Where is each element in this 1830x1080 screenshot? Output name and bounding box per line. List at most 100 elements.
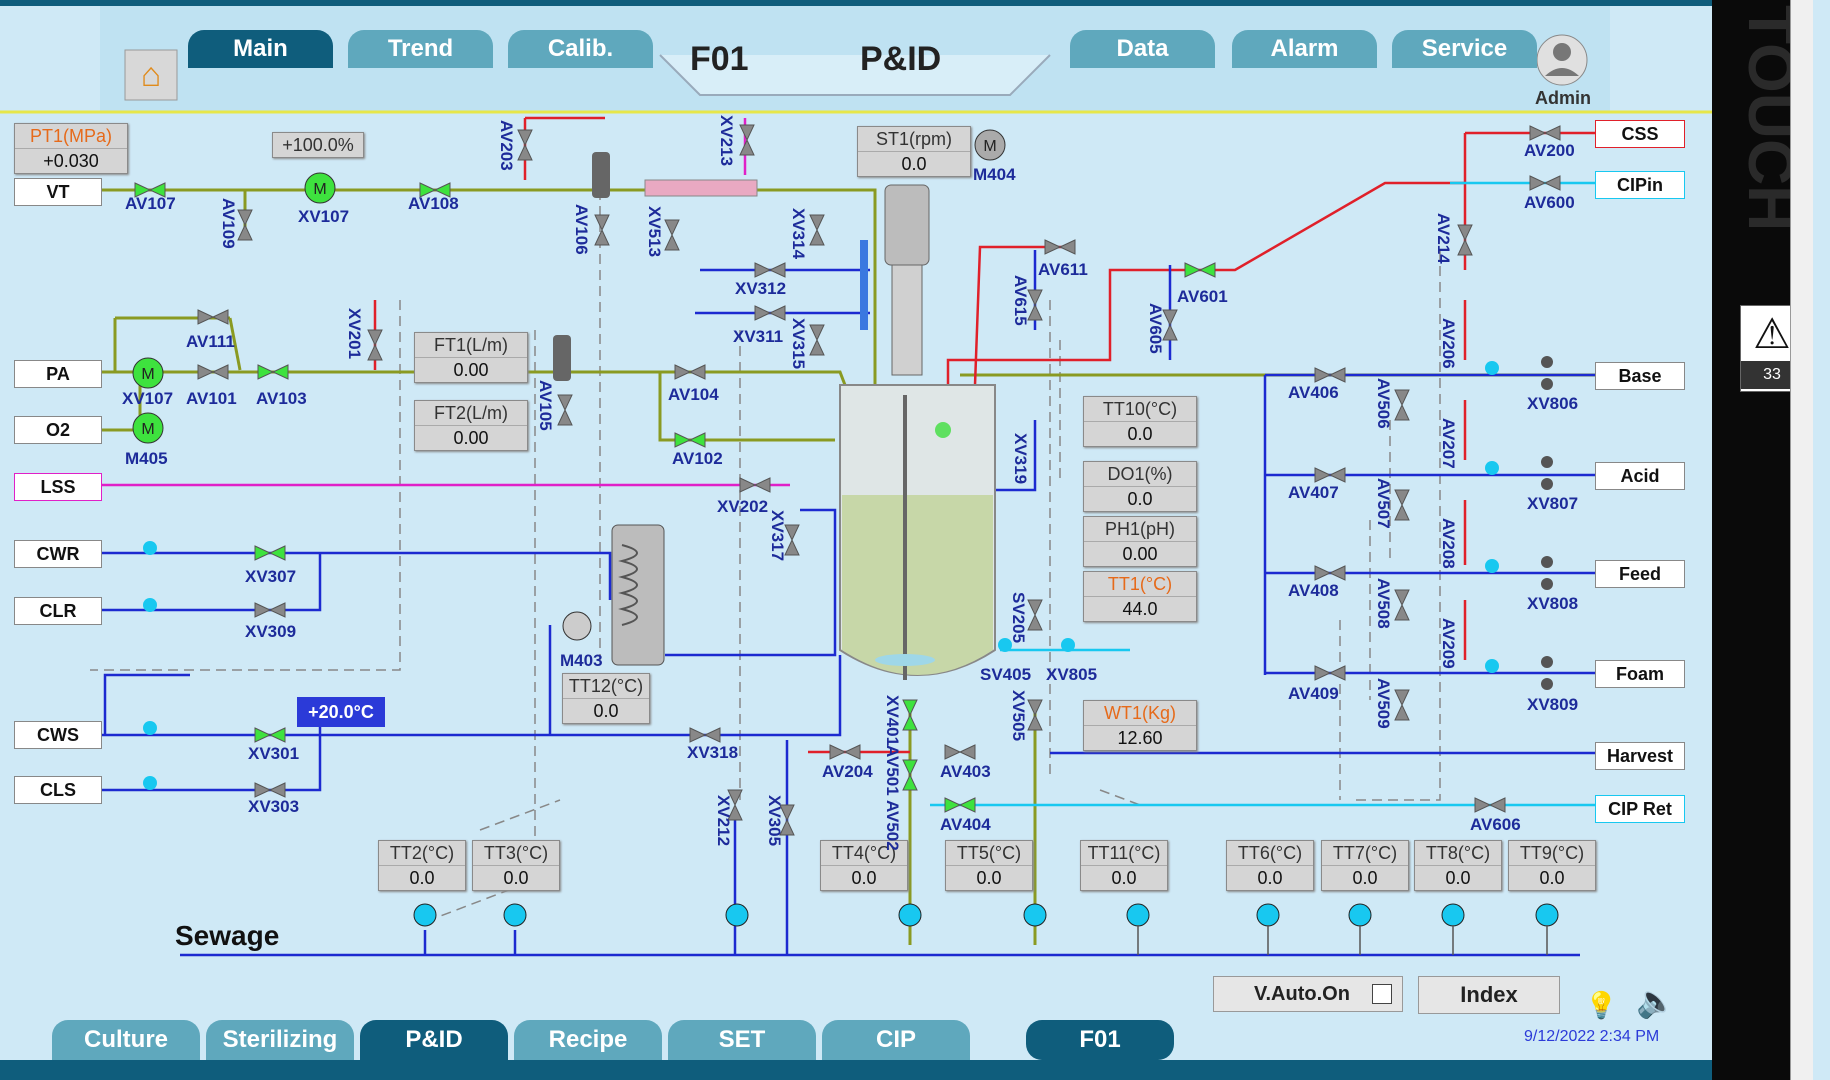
- valve-av109[interactable]: AV109: [219, 198, 238, 249]
- valve-xv806[interactable]: XV806: [1527, 394, 1579, 413]
- motor-m404[interactable]: M404: [973, 165, 1016, 184]
- valve-av204[interactable]: AV204: [822, 762, 873, 781]
- valve-av509[interactable]: AV509: [1374, 678, 1393, 729]
- valve-sv205[interactable]: SV205: [1009, 592, 1028, 644]
- valve-xv107[interactable]: XV107: [298, 207, 350, 226]
- speaker-icon[interactable]: 🔈: [1636, 983, 1676, 1019]
- index-button[interactable]: Index: [1418, 976, 1560, 1014]
- valve-av111[interactable]: AV111: [186, 332, 235, 351]
- wt1-readout: WT1(Kg)12.60: [1083, 700, 1197, 751]
- tab-cip[interactable]: CIP: [822, 1020, 970, 1060]
- valve-av601[interactable]: AV601: [1177, 287, 1228, 306]
- valve-av409[interactable]: AV409: [1288, 684, 1339, 703]
- tag-base: Base: [1595, 362, 1685, 390]
- valve-xv307[interactable]: XV307: [245, 567, 297, 586]
- valve-av406[interactable]: AV406: [1288, 383, 1339, 402]
- valve-xv305[interactable]: XV305: [765, 795, 784, 847]
- tab-f01[interactable]: F01: [1026, 1020, 1174, 1060]
- valve-xv513[interactable]: XV513: [645, 206, 664, 258]
- valve-av214[interactable]: AV214: [1434, 213, 1453, 264]
- valve-xv202[interactable]: XV202: [717, 497, 769, 516]
- valve-xv317[interactable]: XV317: [768, 510, 787, 562]
- valve-xv107-pa[interactable]: XV107: [122, 389, 174, 408]
- ft1-readout: FT1(L/m)0.00: [414, 332, 528, 383]
- valve-av104[interactable]: AV104: [668, 385, 719, 404]
- tab-culture[interactable]: Culture: [52, 1020, 200, 1060]
- valve-xv311[interactable]: XV311: [733, 327, 784, 346]
- motor-m403[interactable]: M403: [560, 651, 603, 670]
- valve-xv401[interactable]: XV401: [883, 695, 902, 747]
- valve-xv318[interactable]: XV318: [687, 743, 739, 762]
- tab-service[interactable]: Service: [1392, 30, 1537, 68]
- valve-av200[interactable]: AV200: [1524, 141, 1575, 160]
- tab-main[interactable]: Main: [188, 30, 333, 68]
- vauto-checkbox[interactable]: [1372, 984, 1392, 1004]
- valve-av506[interactable]: AV506: [1374, 378, 1393, 429]
- vauto-toggle[interactable]: V.Auto.On: [1213, 976, 1403, 1012]
- valve-xv314[interactable]: XV314: [789, 208, 808, 260]
- valve-av501[interactable]: AV501: [883, 745, 902, 796]
- valve-av105[interactable]: AV105: [536, 380, 555, 431]
- valve-xv303[interactable]: XV303: [248, 797, 300, 816]
- scrollbar[interactable]: [1790, 0, 1813, 1080]
- valve-av209[interactable]: AV209: [1439, 618, 1458, 669]
- tt3-readout: TT3(°C)0.0: [472, 840, 560, 891]
- page-title: P&ID: [860, 40, 942, 78]
- temp-setpoint[interactable]: +20.0°C: [297, 697, 385, 727]
- tab-pid[interactable]: P&ID: [360, 1020, 508, 1060]
- tab-data[interactable]: Data: [1070, 30, 1215, 68]
- svg-text:M: M: [983, 138, 996, 155]
- tab-calib[interactable]: Calib.: [508, 30, 653, 68]
- valve-av407[interactable]: AV407: [1288, 483, 1339, 502]
- valve-av106[interactable]: AV106: [572, 204, 591, 255]
- valve-av101[interactable]: AV101: [186, 389, 237, 408]
- valve-av507[interactable]: AV507: [1374, 478, 1393, 529]
- valve-xv319[interactable]: XV319: [1011, 433, 1030, 485]
- valve-av508[interactable]: AV508: [1374, 578, 1393, 629]
- home-icon[interactable]: ⌂: [140, 55, 162, 94]
- valve-av600[interactable]: AV600: [1524, 193, 1575, 212]
- valve-xv201[interactable]: XV201: [345, 308, 364, 360]
- valve-av605[interactable]: AV605: [1146, 303, 1165, 354]
- ft2-readout: FT2(L/m)0.00: [414, 400, 528, 451]
- valve-av615[interactable]: AV615: [1011, 275, 1030, 326]
- valve-xv312[interactable]: XV312: [735, 279, 787, 298]
- valve-xv805[interactable]: XV805: [1046, 665, 1098, 684]
- valve-xv808[interactable]: XV808: [1527, 594, 1579, 613]
- valve-av102[interactable]: AV102: [672, 449, 723, 468]
- valve-av502[interactable]: AV502: [883, 800, 902, 851]
- lightbulb-icon[interactable]: 💡: [1585, 990, 1618, 1020]
- tab-trend[interactable]: Trend: [348, 30, 493, 68]
- valve-sv405[interactable]: SV405: [980, 665, 1032, 684]
- valve-xv807[interactable]: XV807: [1527, 494, 1579, 513]
- valve-av208[interactable]: AV208: [1439, 518, 1458, 569]
- valve-xv315[interactable]: XV315: [789, 318, 808, 370]
- valve-av207[interactable]: AV207: [1439, 418, 1458, 469]
- valve-xv809[interactable]: XV809: [1527, 695, 1579, 714]
- valve-av404[interactable]: AV404: [940, 815, 991, 834]
- valve-av206[interactable]: AV206: [1439, 318, 1458, 369]
- valve-av103[interactable]: AV103: [256, 389, 307, 408]
- valve-av611[interactable]: AV611: [1038, 260, 1088, 279]
- valve-av108[interactable]: AV108: [408, 194, 459, 213]
- valve-xv212[interactable]: XV212: [714, 795, 733, 847]
- valve-av606[interactable]: AV606: [1470, 815, 1521, 834]
- svg-text:M: M: [141, 366, 154, 383]
- valve-xv213[interactable]: XV213: [717, 115, 736, 167]
- tag-cws: CWS: [14, 721, 102, 749]
- valve-xv301[interactable]: XV301: [248, 744, 300, 763]
- valve-av403[interactable]: AV403: [940, 762, 991, 781]
- tab-sterilizing[interactable]: Sterilizing: [206, 1020, 354, 1060]
- ph1-readout: PH1(pH)0.00: [1083, 516, 1197, 567]
- user-avatar[interactable]: [1536, 35, 1588, 87]
- valve-av107[interactable]: AV107: [125, 194, 176, 213]
- valve-av203[interactable]: AV203: [497, 120, 516, 171]
- tab-set[interactable]: SET: [668, 1020, 816, 1060]
- valve-av408[interactable]: AV408: [1288, 581, 1339, 600]
- valve-xv505[interactable]: XV505: [1009, 690, 1028, 742]
- tag-cipin: CIPin: [1595, 171, 1685, 199]
- valve-xv309[interactable]: XV309: [245, 622, 297, 641]
- tab-alarm[interactable]: Alarm: [1232, 30, 1377, 68]
- motor-m405[interactable]: M405: [125, 449, 168, 468]
- tab-recipe[interactable]: Recipe: [514, 1020, 662, 1060]
